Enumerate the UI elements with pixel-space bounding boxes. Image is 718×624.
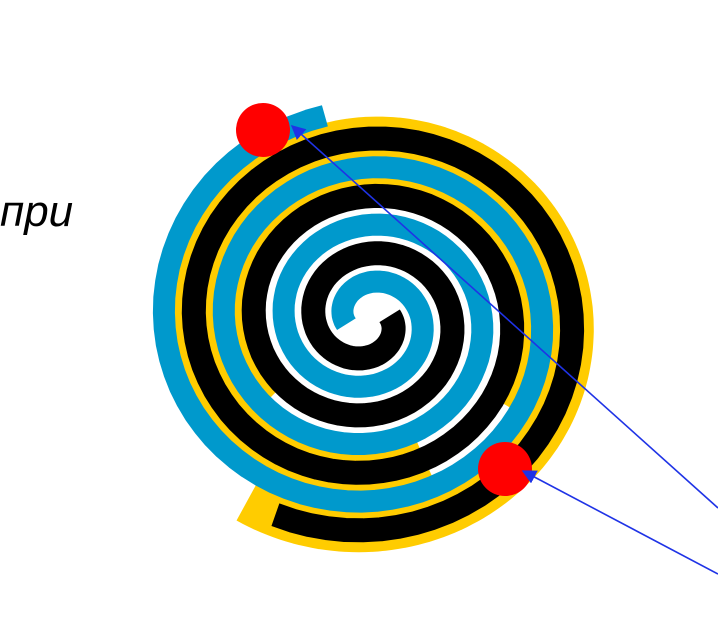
blue-arrow-pointer-lower	[523, 471, 718, 574]
red-marker-dot-lower	[478, 442, 532, 496]
caption-text: при	[0, 188, 73, 236]
red-marker-dot-upper	[236, 103, 290, 157]
